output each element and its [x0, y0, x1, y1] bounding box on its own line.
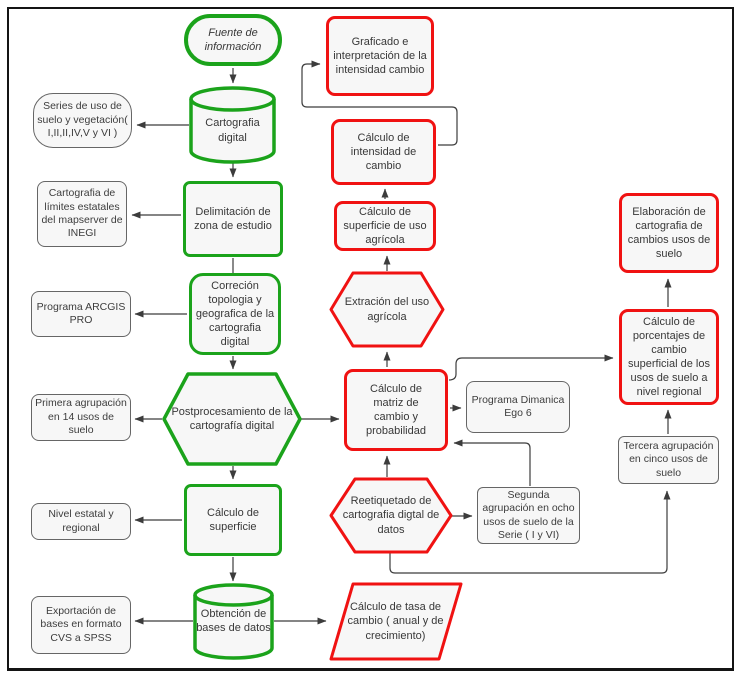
node-calculo-superficie-agricola: Cálculo de superficie de uso agrícola — [334, 201, 436, 251]
connector-group — [131, 60, 672, 625]
node-reetiquetado-label: Reetiquetado de cartografia digtal de da… — [342, 495, 440, 536]
node-extracion-uso-agricola-label: Extración del uso agrícola — [344, 296, 430, 323]
note-programa-arcgis-pro: Programa ARCGIS PRO — [31, 291, 131, 337]
note-exportacion-bases: Exportación de bases en formato CVS a SP… — [31, 596, 131, 654]
note-nivel-estatal-regional: Nivel estatal y regional — [31, 503, 131, 540]
node-calculo-intensidad: Cálculo de intensidad de cambio — [331, 119, 436, 185]
note-tercera-agrupacion: Tercera agrupación en cinco usos de suel… — [618, 436, 719, 484]
node-elaboracion-cartografia: Elaboración de cartografia de cambios us… — [619, 193, 719, 273]
node-calculo-matriz: Cálculo de matriz de cambio y probabilid… — [344, 369, 448, 451]
node-calculo-tasa-cambio-label: Cálculo de tasa de cambio ( anual y de c… — [347, 601, 444, 642]
note-segunda-agrupacion: Segunda agrupación en ocho usos de suelo… — [477, 487, 580, 544]
node-calculo-superficie: Cálculo de superficie — [184, 484, 282, 556]
node-graficado-interpretacion: Graficado e interpretación de la intensi… — [326, 16, 434, 96]
node-correcion-topologia: Correción topologia y geografica de la c… — [189, 273, 281, 355]
note-primera-agrupacion: Primera agrupación en 14 usos de suelo — [31, 394, 131, 441]
connector-matriz-porcentajes — [448, 354, 614, 381]
shape-hexagon-reetiquetado — [329, 477, 453, 554]
note-cartografia-limites-inegi: Cartografia de límites estatales del map… — [37, 181, 127, 247]
connector-reetiquetado-tercera — [389, 490, 671, 574]
node-obtencion-bases-label: Obtención de bases de datos — [196, 607, 271, 634]
connector-intensidad-graficado — [301, 60, 458, 146]
node-postprocesamiento-label: Postprocesamiento de la cartografía digi… — [171, 405, 293, 432]
shape-cylinder-obtencion — [193, 583, 274, 660]
shape-hexagon-postprocesamiento — [162, 372, 302, 466]
shape-cylinder-cartografia — [189, 86, 276, 164]
node-delimitacion-zona-estudio: Delimitación de zona de estudio — [183, 181, 283, 257]
shape-hexagon-extracion — [329, 271, 445, 348]
node-calculo-porcentajes: Cálculo de porcentajes de cambio superfi… — [619, 309, 719, 405]
note-programa-dimanica-ego: Programa Dimanica Ego 6 — [466, 381, 570, 433]
special-shapes-group — [162, 86, 463, 661]
node-fuente-informacion: Fuente de información — [184, 14, 282, 66]
node-cartografia-digital-label: Cartografia digital — [205, 117, 260, 144]
shape-parallelogram-tasa — [329, 582, 463, 661]
note-series-uso-suelo: Series de uso de suelo y vegetación( I,I… — [33, 93, 132, 148]
connector-segunda-matriz — [453, 439, 531, 486]
